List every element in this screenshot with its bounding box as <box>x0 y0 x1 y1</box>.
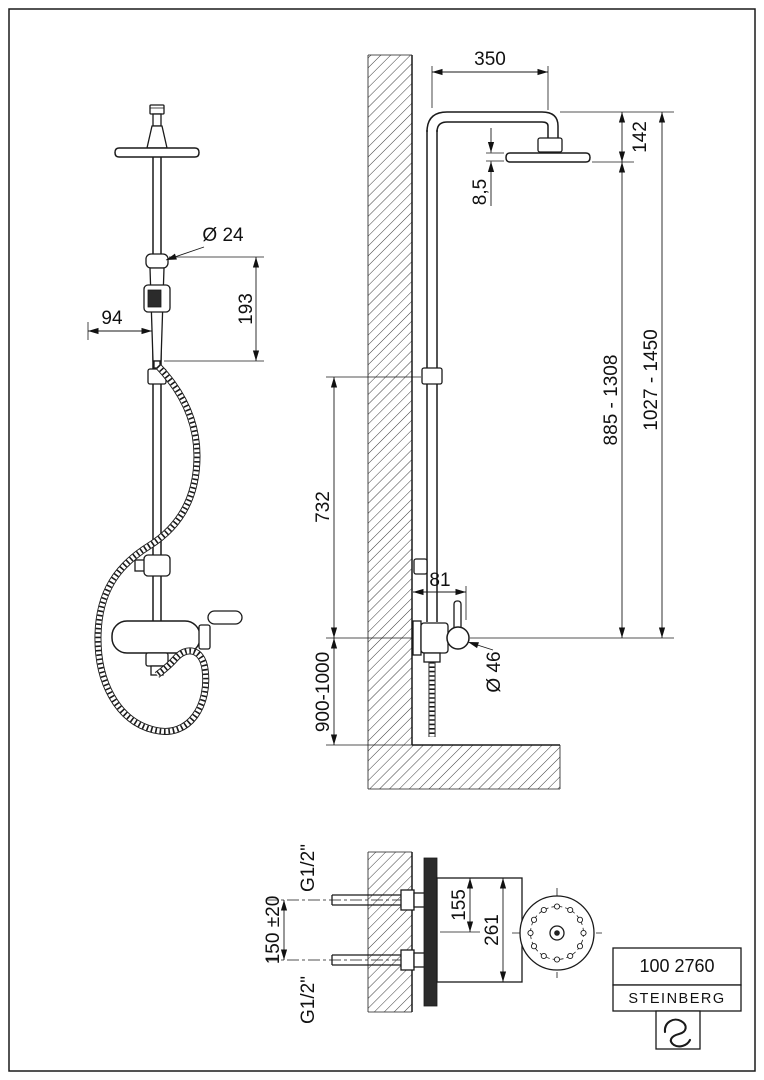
connection-dimensions: G1/2" G1/2" 150 ±20 155 261 <box>263 844 507 1024</box>
dim-outlet-depth-label: 81 <box>429 570 450 591</box>
dim-column-diameter-label: Ø 24 <box>202 225 244 246</box>
top-swivel-knob <box>146 104 168 149</box>
nozzle-holes <box>527 903 587 963</box>
dim-knob-diameter-label: Ø 46 <box>484 651 505 692</box>
dim-head-drop-label: 142 <box>630 121 651 153</box>
wall-section <box>367 54 561 790</box>
hand-shower <box>143 253 171 369</box>
dim-offset-label: 94 <box>101 308 123 329</box>
front-view: Ø 24 94 193 <box>87 104 264 735</box>
product-code: 100 2760 <box>639 956 714 976</box>
steinberg-logo-icon <box>663 1018 692 1048</box>
mounting-bar <box>423 857 438 1007</box>
title-block: 100 2760 STEINBERG <box>612 947 742 1050</box>
mixer-knob <box>446 626 470 650</box>
overhead-shower-side <box>505 152 591 163</box>
front-dimensions: Ø 24 94 193 <box>87 225 264 362</box>
overhead-shower-front <box>114 147 200 158</box>
thread-top-label: G1/2" <box>298 844 319 892</box>
dim-total-height-range-label: 1027 - 1450 <box>641 329 662 430</box>
wall-section-bottom <box>367 851 413 1013</box>
mixer-body-plan <box>436 877 523 983</box>
side-view: 350 142 8,5 885 - 1308 1027 - 1450 <box>313 49 674 790</box>
shower-head-top-view <box>512 888 602 978</box>
shower-hose <box>94 363 210 735</box>
connection-view: G1/2" G1/2" 150 ±20 155 261 <box>263 844 602 1024</box>
dim-total-height-label: 261 <box>482 914 503 946</box>
mixer-front <box>111 610 243 676</box>
hose-holder <box>134 554 171 577</box>
dim-mixer-height-label: 900-1000 <box>313 652 334 732</box>
side-dimensions: 350 142 8,5 885 - 1308 1027 - 1450 <box>313 49 674 746</box>
supply-pipe-top <box>331 889 427 911</box>
dim-top-reach-label: 350 <box>474 49 506 70</box>
riser-pipe-side <box>413 111 563 622</box>
dim-spacing-label: 150 ±20 <box>263 896 284 965</box>
thread-bottom-label: G1/2" <box>298 976 319 1024</box>
sheet-border <box>8 8 756 1072</box>
shower-column-front <box>147 157 167 621</box>
dim-head-height-range-label: 885 - 1308 <box>601 355 622 446</box>
dim-riser-label: 732 <box>313 491 334 523</box>
dim-head-thickness-label: 8,5 <box>470 179 491 205</box>
mixer-side <box>412 600 470 663</box>
dim-body-height-label: 155 <box>449 889 470 921</box>
brand-name: STEINBERG <box>628 991 725 1007</box>
supply-pipe-bottom <box>331 949 427 971</box>
dim-handshower-length-label: 193 <box>236 293 257 325</box>
